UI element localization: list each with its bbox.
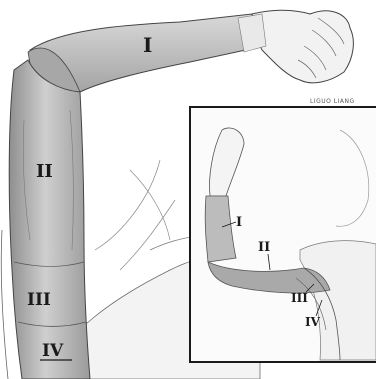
upper-arm-shape: [9, 60, 90, 379]
inset-zone-label-IV: IV: [305, 315, 321, 329]
hand-shape: [252, 10, 353, 83]
main-zone-label-I: I: [143, 33, 152, 57]
main-zone-label-III: III: [27, 290, 51, 310]
main-zone-label-II: II: [36, 161, 53, 182]
artist-signature: LIGUO LIANG: [310, 98, 355, 105]
inset-zone-label-II: II: [258, 240, 270, 255]
armpit-lines: [95, 160, 175, 270]
back-contour: [1, 230, 8, 379]
main-zone-label-IV: IV: [42, 341, 64, 361]
inset-zone-label-III: III: [291, 291, 308, 305]
inset-panel: [190, 107, 376, 362]
inset-zone-label-I: I: [236, 215, 242, 230]
